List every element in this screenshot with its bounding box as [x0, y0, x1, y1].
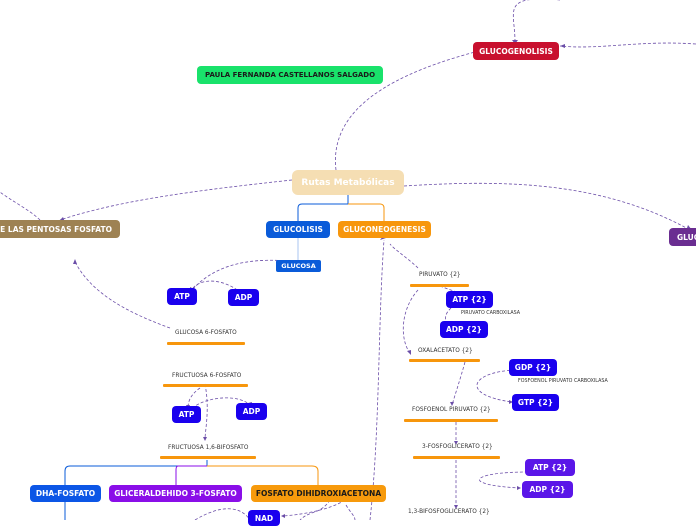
author-node[interactable]: PAULA FERNANDA CASTELLANOS SALGADO — [197, 66, 383, 84]
arrowhead-pep — [450, 402, 454, 406]
link-glucogenolisis-top — [512, 0, 560, 43]
link-root-pentosas — [59, 179, 293, 221]
g6p-label: GLUCOSA 6-FOSFATO — [175, 330, 237, 336]
adp-node-2[interactable]: ADP — [236, 403, 267, 420]
piruvato-underline — [410, 284, 469, 287]
arrowhead-nad — [281, 514, 285, 518]
gdp-node[interactable]: GDP {2} — [509, 359, 557, 376]
gluconeogenesis-node[interactable]: GLUCONEOGENESIS — [338, 221, 431, 238]
link-pentosas-left — [0, 191, 41, 221]
connector-root-glucolisis — [297, 195, 349, 221]
3pg-underline — [413, 456, 500, 459]
adp-gn-node-2[interactable]: ADP {2} — [522, 481, 573, 498]
pentosas-node[interactable]: DE LAS PENTOSAS FOSFATO — [0, 220, 120, 238]
connector-root-gluconeogenesis — [348, 203, 385, 221]
nad-node[interactable]: NAD — [248, 510, 280, 526]
gliceraldehido-node[interactable]: GLICERALDEHIDO 3-FOSFATO — [109, 485, 242, 502]
f16bp-label: FRUCTUOSA 1,6-BIFOSFATO — [168, 445, 249, 451]
link-right-glucogenolisis — [559, 42, 696, 48]
dha-fosfato-node[interactable]: DHA-FOSFATO — [30, 485, 101, 502]
adp-gn-node[interactable]: ADP {2} — [440, 321, 488, 338]
root-node[interactable]: Rutas Metabólicas — [292, 170, 404, 195]
arrowhead-oxal — [407, 350, 411, 355]
atp-gn-node[interactable]: ATP {2} — [446, 291, 493, 308]
adp-node-1[interactable]: ADP — [228, 289, 259, 306]
glucosa-node[interactable]: GLUCOSA — [276, 260, 321, 272]
link-dhap-g3p — [299, 499, 331, 520]
oxalacetato-label: OXALACETATO {2} — [418, 348, 473, 354]
link-g3p-down — [194, 508, 251, 520]
glucolisis-node[interactable]: GLUCOLISIS — [266, 221, 330, 238]
g6p-underline — [167, 342, 245, 345]
atp-node-2[interactable]: ATP — [172, 406, 201, 423]
right-branch-node[interactable]: GLUC — [669, 228, 696, 246]
gtp-node[interactable]: GTP {2} — [512, 394, 559, 411]
f6p-underline — [163, 384, 248, 387]
link-root-right — [403, 182, 691, 231]
link-f16bp — [204, 383, 208, 441]
connector-f16bp-g3p — [175, 465, 207, 485]
link-atp2-adp2 — [191, 397, 251, 409]
arrowhead-pentosas-from-g6p — [73, 259, 77, 264]
dhap-node[interactable]: FOSFATO DIHIDROXIACETONA — [251, 485, 386, 502]
link-oxal-pep — [451, 361, 466, 406]
oxalacetato-underline — [409, 359, 480, 362]
link-atp-adp — [189, 280, 241, 293]
piruvato-label: PIRUVATO {2} — [419, 272, 461, 278]
connector-f16bp-dhap — [207, 465, 319, 485]
arrowhead-pg3 — [454, 441, 458, 445]
f6p-label: FRUCTUOSA 6-FOSFATO — [172, 373, 242, 379]
pep-underline — [404, 419, 498, 422]
bpg-label: 1,3-BIFOSFOGLICERATO {2} — [408, 509, 490, 515]
link-gdp-gtp — [476, 369, 516, 403]
link-dhap-nad — [281, 499, 346, 517]
pepck-label: FOSFOENOL PIRUVATO CARBOXILASA — [518, 379, 608, 384]
f16bp-underline — [160, 456, 256, 459]
link-root-glucogenolisis — [335, 51, 476, 171]
3pg-label: 3-FOSFOGLICERATO {2} — [422, 444, 493, 450]
arrowhead-glucogenolisis-right — [560, 44, 565, 48]
link-dhap-gluconeo — [369, 239, 385, 520]
link-g6p-pentosas — [74, 261, 171, 329]
pep-label: FOSFOENOL PIRUVATO {2} — [412, 407, 491, 413]
arrowhead-adp2-gn — [517, 486, 521, 490]
arrowhead-bpg — [454, 505, 458, 509]
piruvato-carboxilasa-label: PIRUVATO CARBOXILASA — [461, 311, 521, 316]
connector-f16bp-dha — [64, 460, 208, 485]
arrowhead-gtp — [509, 400, 513, 404]
atp-node-1[interactable]: ATP — [167, 288, 197, 305]
link-atp2-adp2-gn — [479, 471, 529, 489]
link-atp-adp-gn — [445, 304, 456, 330]
atp-gn-node-2[interactable]: ATP {2} — [525, 459, 575, 476]
link-dhap-down — [345, 504, 356, 520]
glucogenolisis-node[interactable]: GLUCOGENOLISIS — [473, 42, 559, 60]
link-piruvato-gluconeo — [389, 243, 419, 269]
link-piruvato-oxal — [402, 289, 419, 354]
arrowhead-f16bp — [203, 437, 207, 441]
